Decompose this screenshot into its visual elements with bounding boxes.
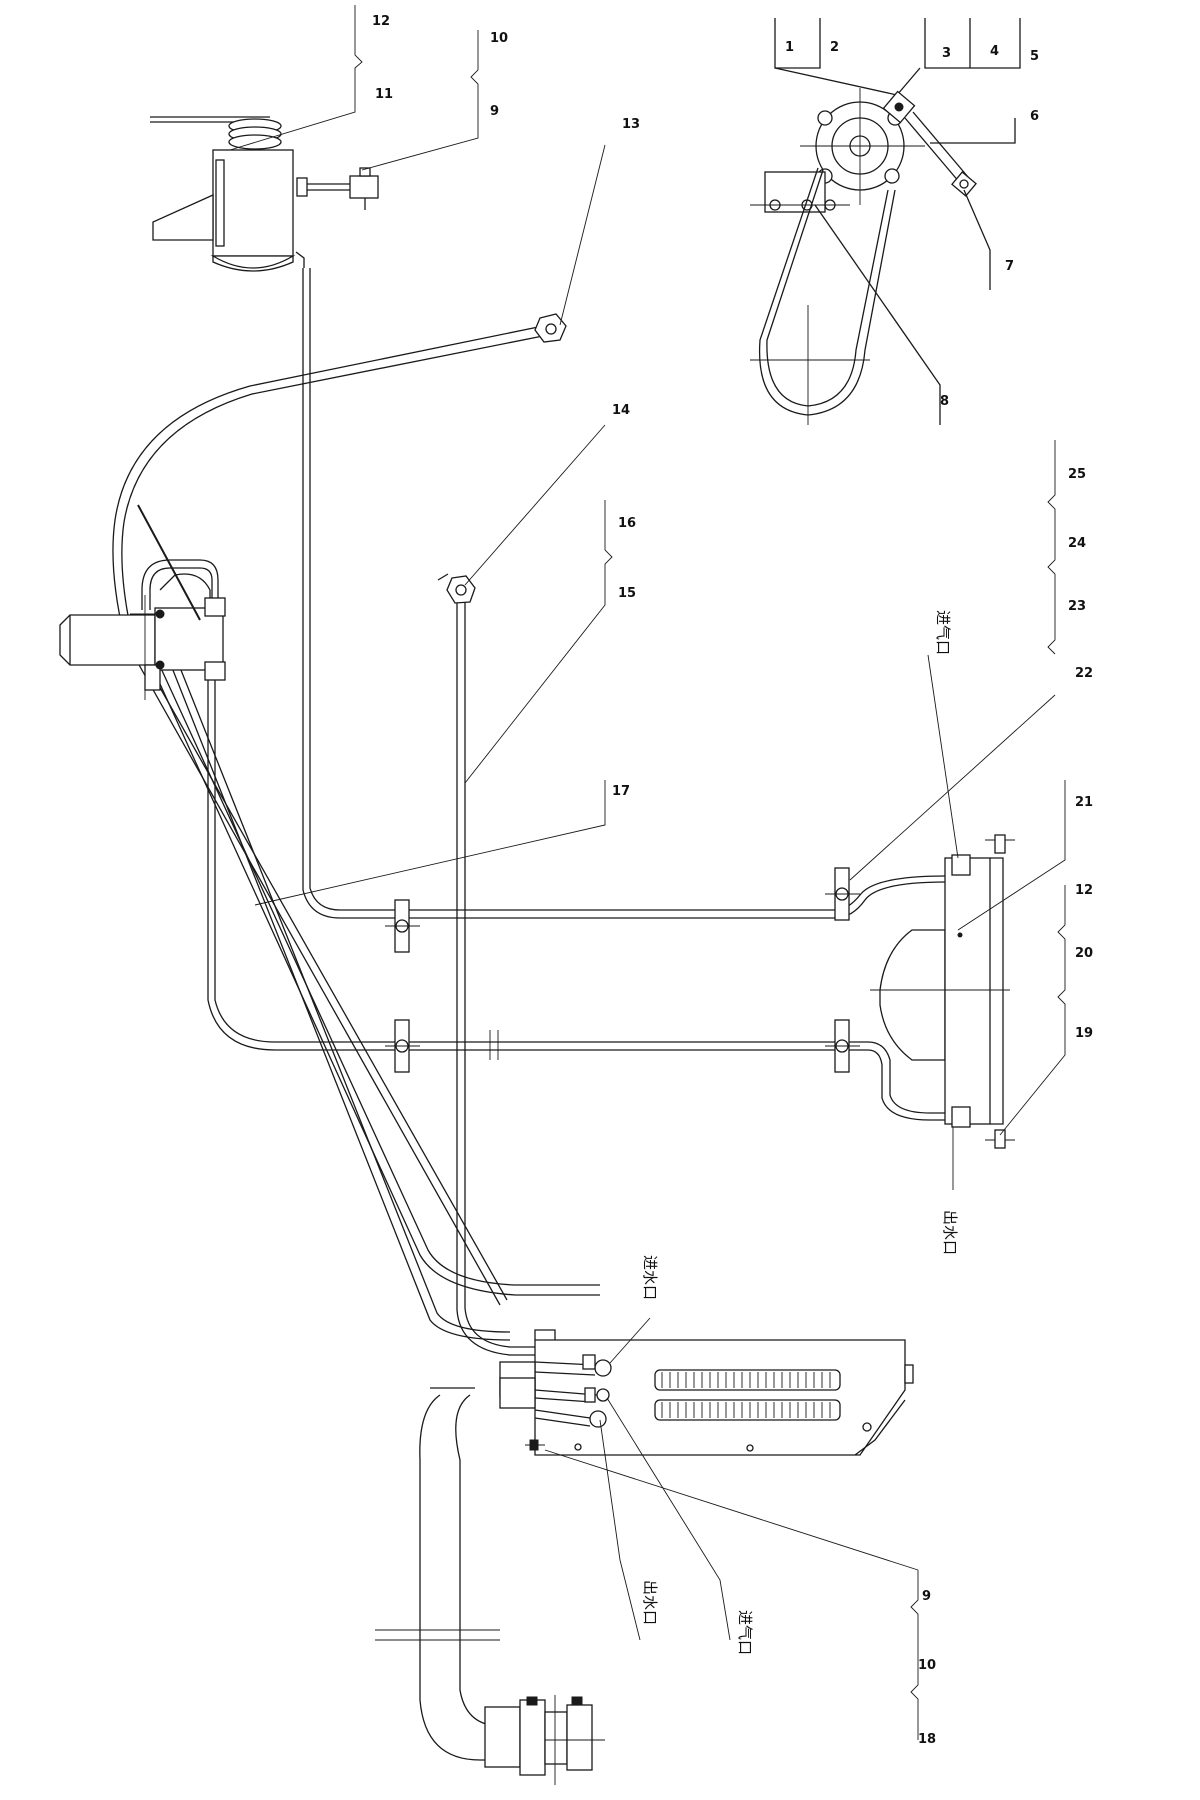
callout-25: 25	[1068, 467, 1086, 482]
label-water-outlet-condenser: 出水口	[941, 1210, 959, 1255]
label-air-inlet-condenser: 进气口	[934, 610, 952, 655]
callout-11: 11	[375, 87, 393, 102]
callout-2: 2	[830, 40, 839, 55]
callout-17: 17	[612, 784, 630, 799]
leader-lines	[229, 5, 1066, 1740]
receiver-drier	[59, 504, 226, 700]
callout-4: 4	[990, 44, 999, 59]
callout-21: 21	[1075, 795, 1093, 810]
callout-10-bottom: 10	[918, 1658, 936, 1673]
callout-14: 14	[612, 403, 630, 418]
label-water-outlet-box: 出水口	[641, 1580, 659, 1625]
vent-slots	[654, 1369, 841, 1421]
callout-24: 24	[1068, 536, 1086, 551]
callout-8: 8	[940, 394, 949, 409]
callout-13: 13	[622, 117, 640, 132]
pipe-break-mark	[375, 1629, 500, 1641]
callout-7: 7	[1005, 259, 1014, 274]
label-water-inlet-box: 进水口	[641, 1255, 659, 1300]
callout-12-right: 12	[1075, 883, 1093, 898]
pipe-break-mark	[489, 1030, 499, 1060]
callout-5: 5	[1030, 49, 1039, 64]
callout-10-top: 10	[490, 31, 508, 46]
callout-23: 23	[1068, 599, 1086, 614]
pipe-clamps	[385, 867, 860, 1073]
evaporator-box	[499, 1329, 914, 1456]
callout-6: 6	[1030, 109, 1039, 124]
callout-22: 22	[1075, 666, 1093, 681]
callout-9-top: 9	[490, 104, 499, 119]
compressor-assembly	[150, 116, 379, 272]
condenser-unit	[870, 834, 1015, 1149]
callout-3: 3	[942, 46, 951, 61]
callout-15: 15	[618, 586, 636, 601]
callout-18: 18	[918, 1732, 936, 1747]
callout-19: 19	[1075, 1026, 1093, 1041]
callout-20: 20	[1075, 946, 1093, 961]
port-labels: 进气口 出水口 进水口 出水口 进气口	[641, 610, 959, 1655]
label-air-inlet-box: 进气口	[736, 1610, 754, 1655]
refrigerant-pipes	[112, 268, 958, 1761]
callout-1: 1	[785, 40, 794, 55]
bottom-coupling	[484, 1695, 605, 1785]
callout-numbers: 1 2 3 4 5 6 7 8 12 11 10 9 13 14 16 15 1…	[372, 14, 1093, 1747]
callout-16: 16	[618, 516, 636, 531]
pulley-belt-detail	[750, 18, 1021, 425]
fittings	[437, 313, 567, 604]
callout-12-top: 12	[372, 14, 390, 29]
callout-9-bottom: 9	[922, 1589, 931, 1604]
